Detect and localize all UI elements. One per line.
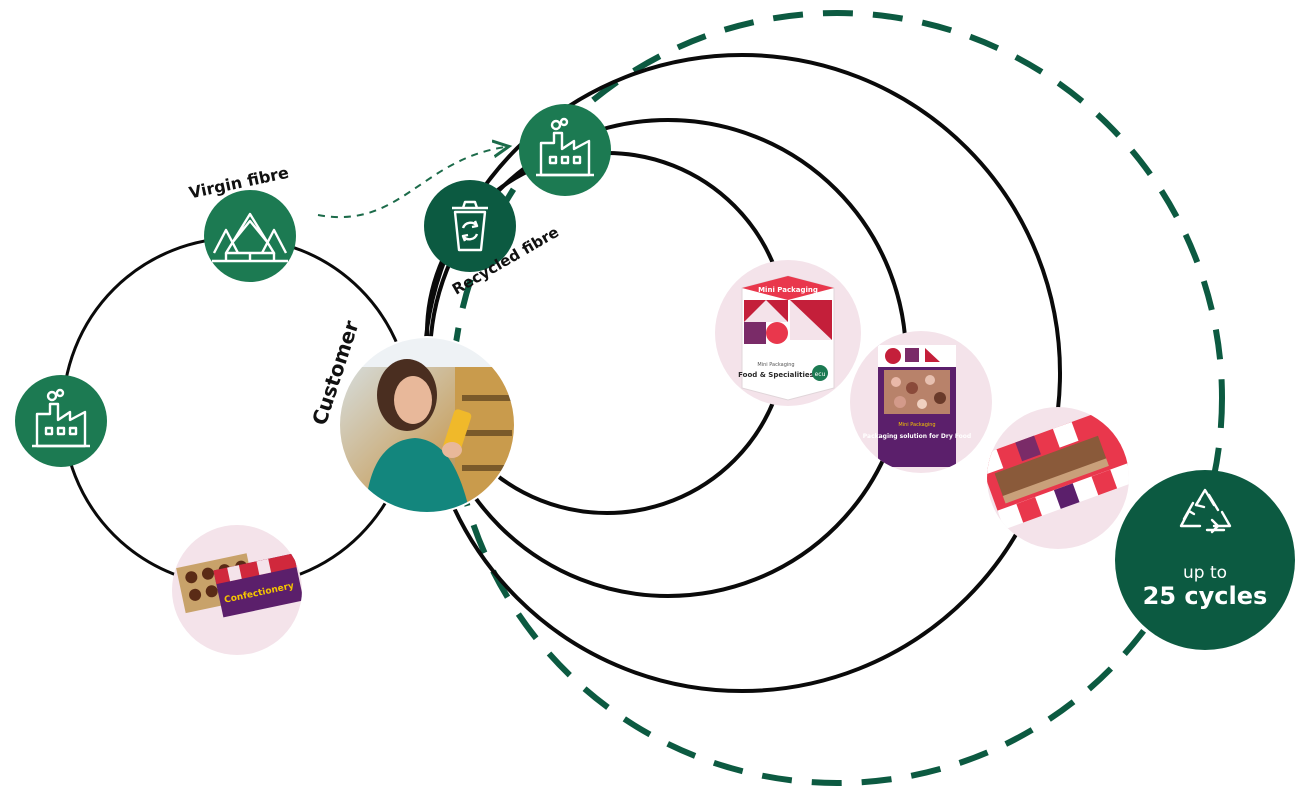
hex-brand-badge: ecu <box>815 371 826 378</box>
customer-photo <box>339 337 515 513</box>
virgin-fibre-node <box>204 190 296 282</box>
food-specialities-product: Mini Packaging Mini Packaging Food & Spe… <box>715 260 861 406</box>
dry-food-product: Mini Packaging Packaging solution for Dr… <box>850 331 992 473</box>
factory-icon <box>32 388 90 448</box>
paper-mill-node-left <box>15 375 107 467</box>
confectionery-product: Confectionery <box>172 525 302 655</box>
cycles-count-label: 25 cycles <box>1143 582 1268 610</box>
recycle-icon <box>1179 488 1232 534</box>
hex-top-label: Mini Packaging <box>758 286 818 294</box>
virgin-to-mill-arrow <box>317 147 505 218</box>
cycles-upto-label: up to <box>1183 563 1227 583</box>
dry-title-label: Packaging solution for Dry Food <box>863 433 971 440</box>
trees-icon <box>212 212 288 263</box>
recycled-fibre-node <box>424 180 516 272</box>
cycles-badge: up to 25 cycles <box>1115 470 1295 650</box>
factory-icon <box>536 117 594 177</box>
hex-small-label: Mini Packaging <box>757 362 794 368</box>
recycle-bin-icon <box>452 200 488 252</box>
hex-title-label: Food & Specialities <box>738 371 814 379</box>
dry-small-label: Mini Packaging <box>898 422 935 428</box>
tray-product <box>987 407 1129 549</box>
paper-mill-node-top <box>519 104 611 196</box>
